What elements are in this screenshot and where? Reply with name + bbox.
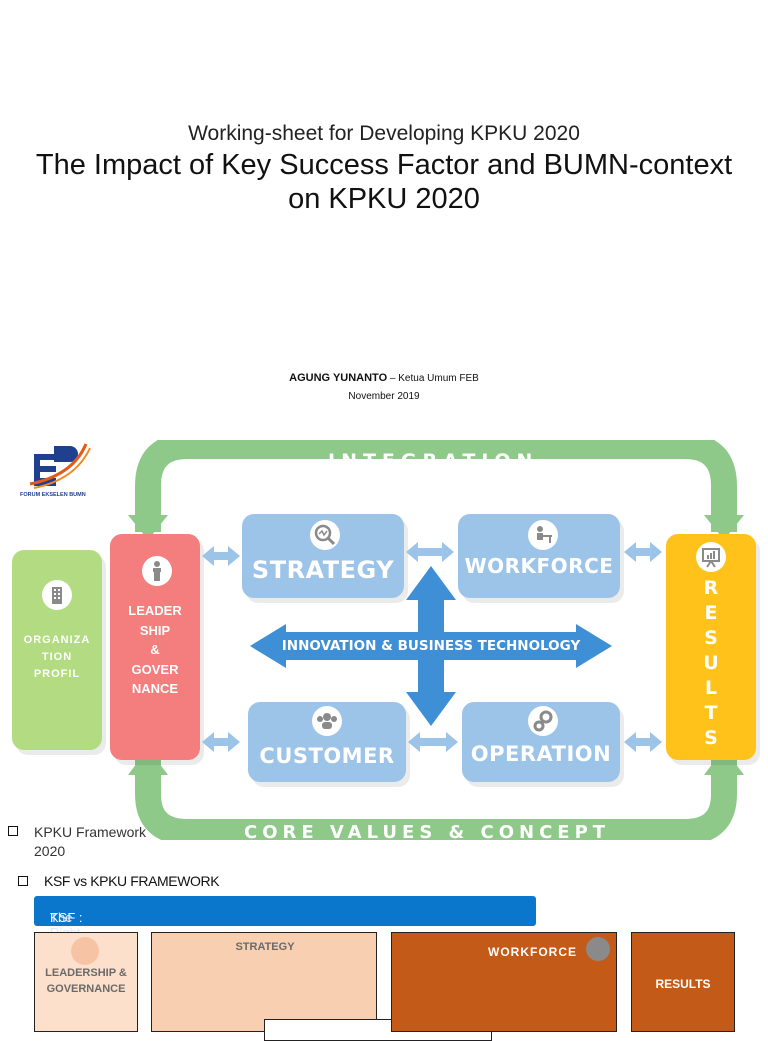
bottom-workforce-label: WORKFORCE xyxy=(488,945,577,959)
results-label: R E S U L T S xyxy=(703,577,719,749)
bottom-results-box: RESULTS xyxy=(631,932,735,1032)
customers-icon xyxy=(312,706,342,736)
bottom-strategy-label: STRATEGY xyxy=(235,941,295,953)
bottom-workforce-box: WORKFORCE xyxy=(391,932,617,1032)
building-icon xyxy=(42,580,72,610)
podium-icon xyxy=(142,556,172,586)
ksf-vs-kpku-item: KSF vs KPKU FRAMEWORK xyxy=(44,873,220,889)
results-box: R E S U L T S xyxy=(666,534,756,760)
feb-logo-mark xyxy=(29,443,91,489)
bottom-leadership-box: LEADERSHIP & GOVERNANCE xyxy=(34,932,138,1032)
bottom-results-label: RESULTS xyxy=(655,977,711,991)
organization-profile-box: ORGANIZA TION PROFIL xyxy=(12,550,102,750)
logo-caption: FORUM EKSELEN BUMN xyxy=(20,492,86,498)
workforce-label: WORKFORCE xyxy=(464,554,614,578)
core-values-label: CORE VALUES & CONCEPT xyxy=(244,822,611,843)
kpku-framework-item: KPKU Framework 2020 xyxy=(34,824,147,859)
checkbox-bullet-icon xyxy=(8,826,18,836)
strategy-box: STRATEGY xyxy=(242,514,404,598)
slide-subtitle: Working-sheet for Developing KPKU 2020 xyxy=(188,122,580,145)
bottom-workforce-icon xyxy=(586,937,610,961)
bottom-leadership-icon xyxy=(71,937,99,965)
bottom-strategy-box: STRATEGY xyxy=(151,932,492,1041)
leadership-governance-label: LEADER SHIP & GOVER NANCE xyxy=(128,603,182,696)
author-name: AGUNG YUNANTO xyxy=(289,372,388,384)
operation-label: OPERATION xyxy=(470,742,612,766)
customer-box: CUSTOMER xyxy=(248,702,406,782)
leadership-governance-box: LEADER SHIP & GOVER NANCE xyxy=(110,534,200,760)
innovation-cross-arrow xyxy=(250,566,612,726)
organization-profile-label: ORGANIZA TION PROFIL xyxy=(23,634,91,680)
presentation-date: November 2019 xyxy=(348,391,420,402)
feb-logo: FORUM EKSELEN BUMN xyxy=(20,440,100,502)
bottom-leadership-label: LEADERSHIP & GOVERNANCE xyxy=(45,967,127,995)
author-line: AGUNG YUNANTO – Ketua Umum FEB xyxy=(0,372,768,384)
magnifier-chart-icon xyxy=(310,520,340,550)
slide-title: The Impact of Key Success Factor and BUM… xyxy=(35,149,733,215)
connector-arrows xyxy=(202,542,662,752)
workforce-box: WORKFORCE xyxy=(458,514,620,598)
integration-band-shape xyxy=(128,440,744,840)
integration-label: INTEGRATION xyxy=(328,450,539,472)
ksf-banner: KSF : PEOPLE, The Right People, First (H… xyxy=(34,896,536,1015)
operation-box: OPERATION xyxy=(462,702,620,782)
author-role: – Ketua Umum FEB xyxy=(387,373,479,384)
customer-label: CUSTOMER xyxy=(259,744,395,768)
innovation-label: INNOVATION & BUSINESS TECHNOLOGY xyxy=(281,638,581,654)
gears-icon xyxy=(528,706,558,736)
presentation-chart-icon xyxy=(696,542,726,572)
checkbox-bullet-icon xyxy=(18,876,28,886)
strategy-label: STRATEGY xyxy=(251,556,395,584)
worker-desk-icon xyxy=(528,520,558,550)
